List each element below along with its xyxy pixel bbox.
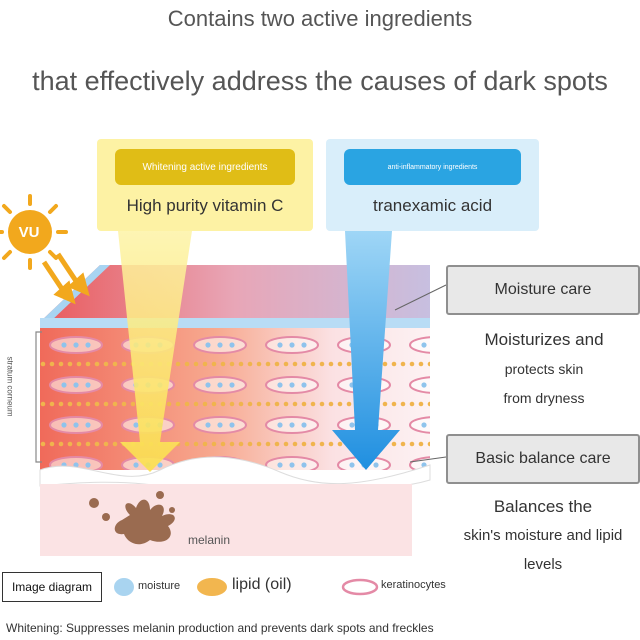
moisture-desc-line-3: from dryness <box>503 390 585 406</box>
legend-title: Image diagram <box>2 572 102 602</box>
headline-line-1: Contains two active ingredients <box>167 6 473 31</box>
sun-label: VU <box>18 224 40 241</box>
dermis-layer <box>40 484 412 556</box>
sun-icon <box>0 194 68 270</box>
legend: Image diagram moisture lipid (oil) kerat… <box>0 572 640 602</box>
uv-rays-icon <box>41 252 90 305</box>
moisture-connector <box>394 284 447 311</box>
keratinocyte-legend-swatch <box>341 578 379 596</box>
ingredient-name: High purity vitamin C <box>126 196 284 215</box>
melanin-cluster <box>114 499 175 545</box>
lipid-legend-swatch <box>197 578 227 596</box>
balance-desc-line-3: levels <box>523 556 563 573</box>
ingredient-card-tranexamic-acid: anti-inflammatory ingredients tranexamic… <box>326 139 539 231</box>
balance-connector <box>409 456 447 463</box>
footer-note: Whitening: Suppresses melanin production… <box>6 621 434 635</box>
vitamin-c-arrow <box>118 231 192 472</box>
legend-label-keratinocytes: keratinocytes <box>381 579 446 591</box>
tranexamic-acid-arrow <box>332 231 400 470</box>
ingredient-card-vitamin-c: Whitening active ingredients High purity… <box>97 139 313 231</box>
melanin-dot <box>156 491 164 499</box>
melanin-dot <box>102 513 110 521</box>
legend-label-lipid: lipid (oil) <box>232 576 292 593</box>
moisture-desc-line-2: protects skin <box>504 361 584 377</box>
ingredient-name: tranexamic acid <box>372 196 493 215</box>
balance-desc-line-2: skin's moisture and lipid <box>463 527 623 544</box>
ingredient-tag: Whitening active ingredients <box>115 149 295 185</box>
skin-top-rim <box>40 318 430 328</box>
moisture-desc-line-1: Moisturizes and <box>484 330 604 349</box>
basic-balance-care-box: Basic balance care <box>446 434 640 484</box>
melanin-label: melanin <box>188 533 231 547</box>
melanin-dot <box>89 498 99 508</box>
legend-label-moisture: moisture <box>138 580 181 592</box>
moisture-care-box: Moisture care <box>446 265 640 315</box>
ingredient-tag: anti-inflammatory ingredients <box>344 149 521 185</box>
stratum-bracket <box>35 331 42 463</box>
melanin-dot <box>169 507 175 513</box>
headline-line-2: that effectively address the causes of d… <box>32 66 608 96</box>
stratum-corneum-label: stratum corneum <box>5 356 15 417</box>
skin-top-edge <box>40 265 110 322</box>
balance-desc-line-1: Balances the <box>493 497 593 516</box>
moisture-legend-swatch <box>114 578 134 596</box>
